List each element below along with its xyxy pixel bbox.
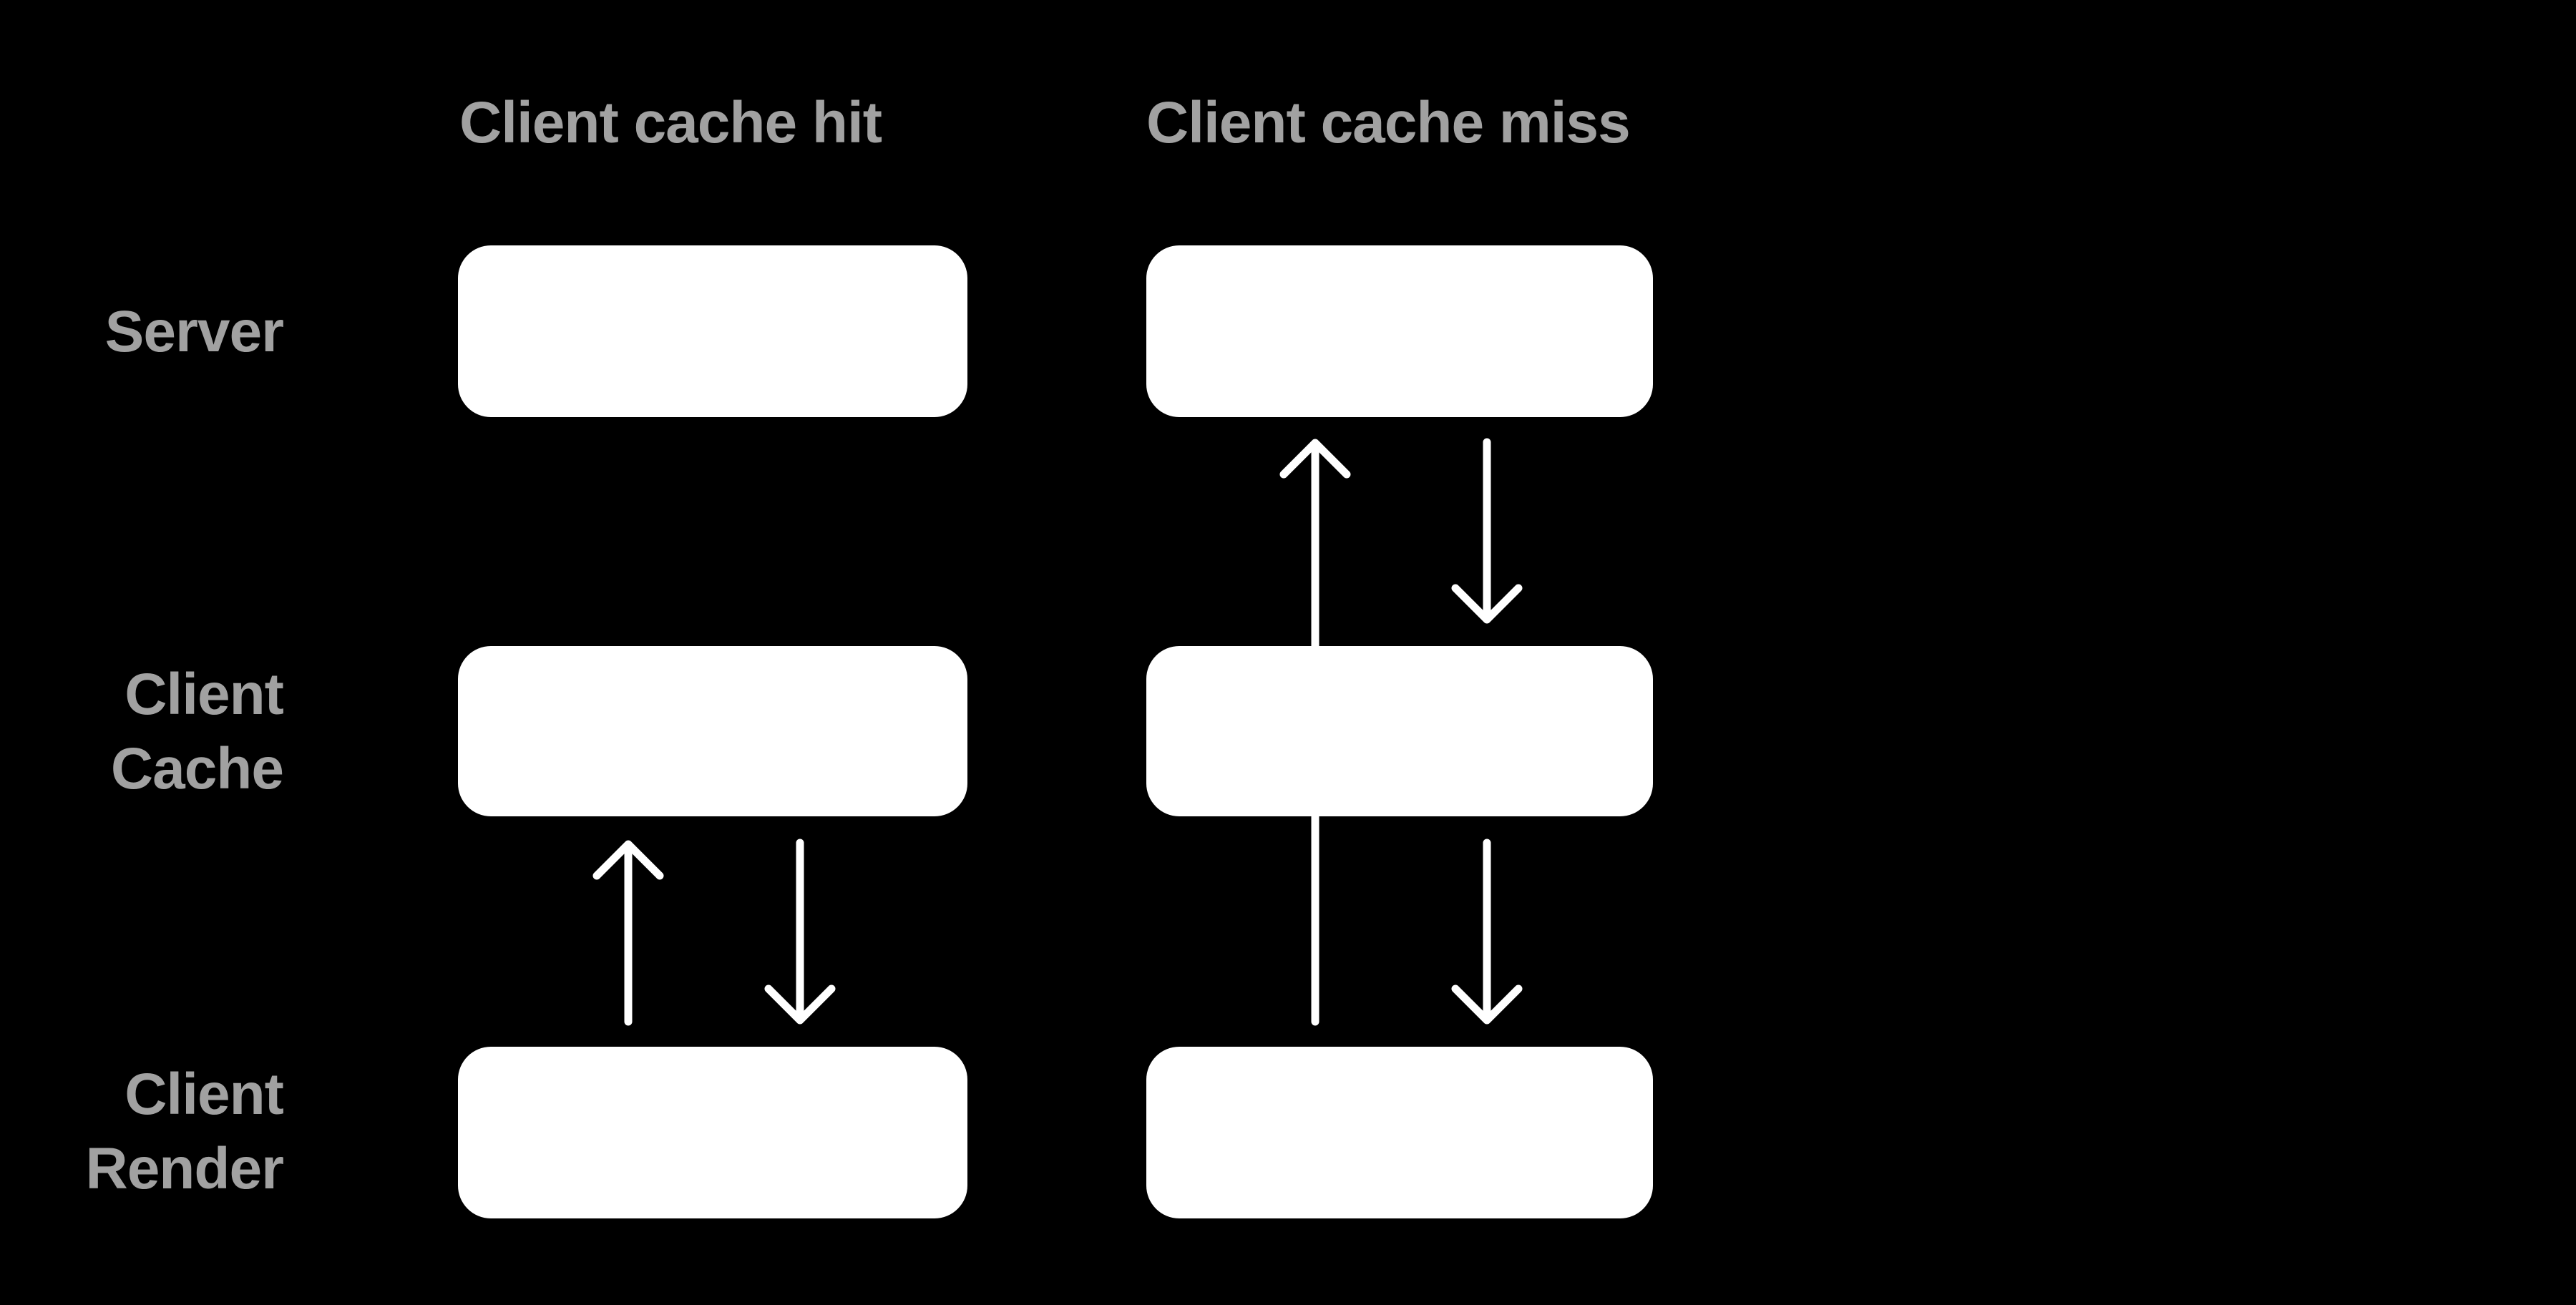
row-label-client-render-line2: Render <box>85 1136 284 1201</box>
arrow-down-cache-to-render-miss <box>1451 839 1523 1025</box>
row-label-client-render: Client Render <box>0 1057 284 1206</box>
column-header-cache-hit: Client cache hit <box>459 90 882 155</box>
arrow-down-cache-to-render <box>764 839 836 1025</box>
box-cache-hit-client-render <box>458 1047 967 1218</box>
row-label-server-line: Server <box>104 299 284 364</box>
box-cache-hit-server <box>458 245 967 417</box>
box-cache-miss-server <box>1146 245 1653 417</box>
row-label-client-render-line1: Client <box>125 1062 284 1127</box>
arrow-up-render-to-cache <box>592 840 664 1026</box>
box-cache-hit-client-cache <box>458 646 967 816</box>
row-label-client-cache-line1: Client <box>125 662 284 727</box>
box-cache-miss-client-cache <box>1146 646 1653 816</box>
row-label-server: Server <box>0 295 284 369</box>
column-header-cache-miss: Client cache miss <box>1146 90 1631 155</box>
box-cache-miss-client-render <box>1146 1047 1653 1218</box>
row-label-client-cache: Client Cache <box>0 658 284 806</box>
row-label-client-cache-line2: Cache <box>110 736 284 801</box>
arrow-down-server-to-cache <box>1451 438 1523 624</box>
